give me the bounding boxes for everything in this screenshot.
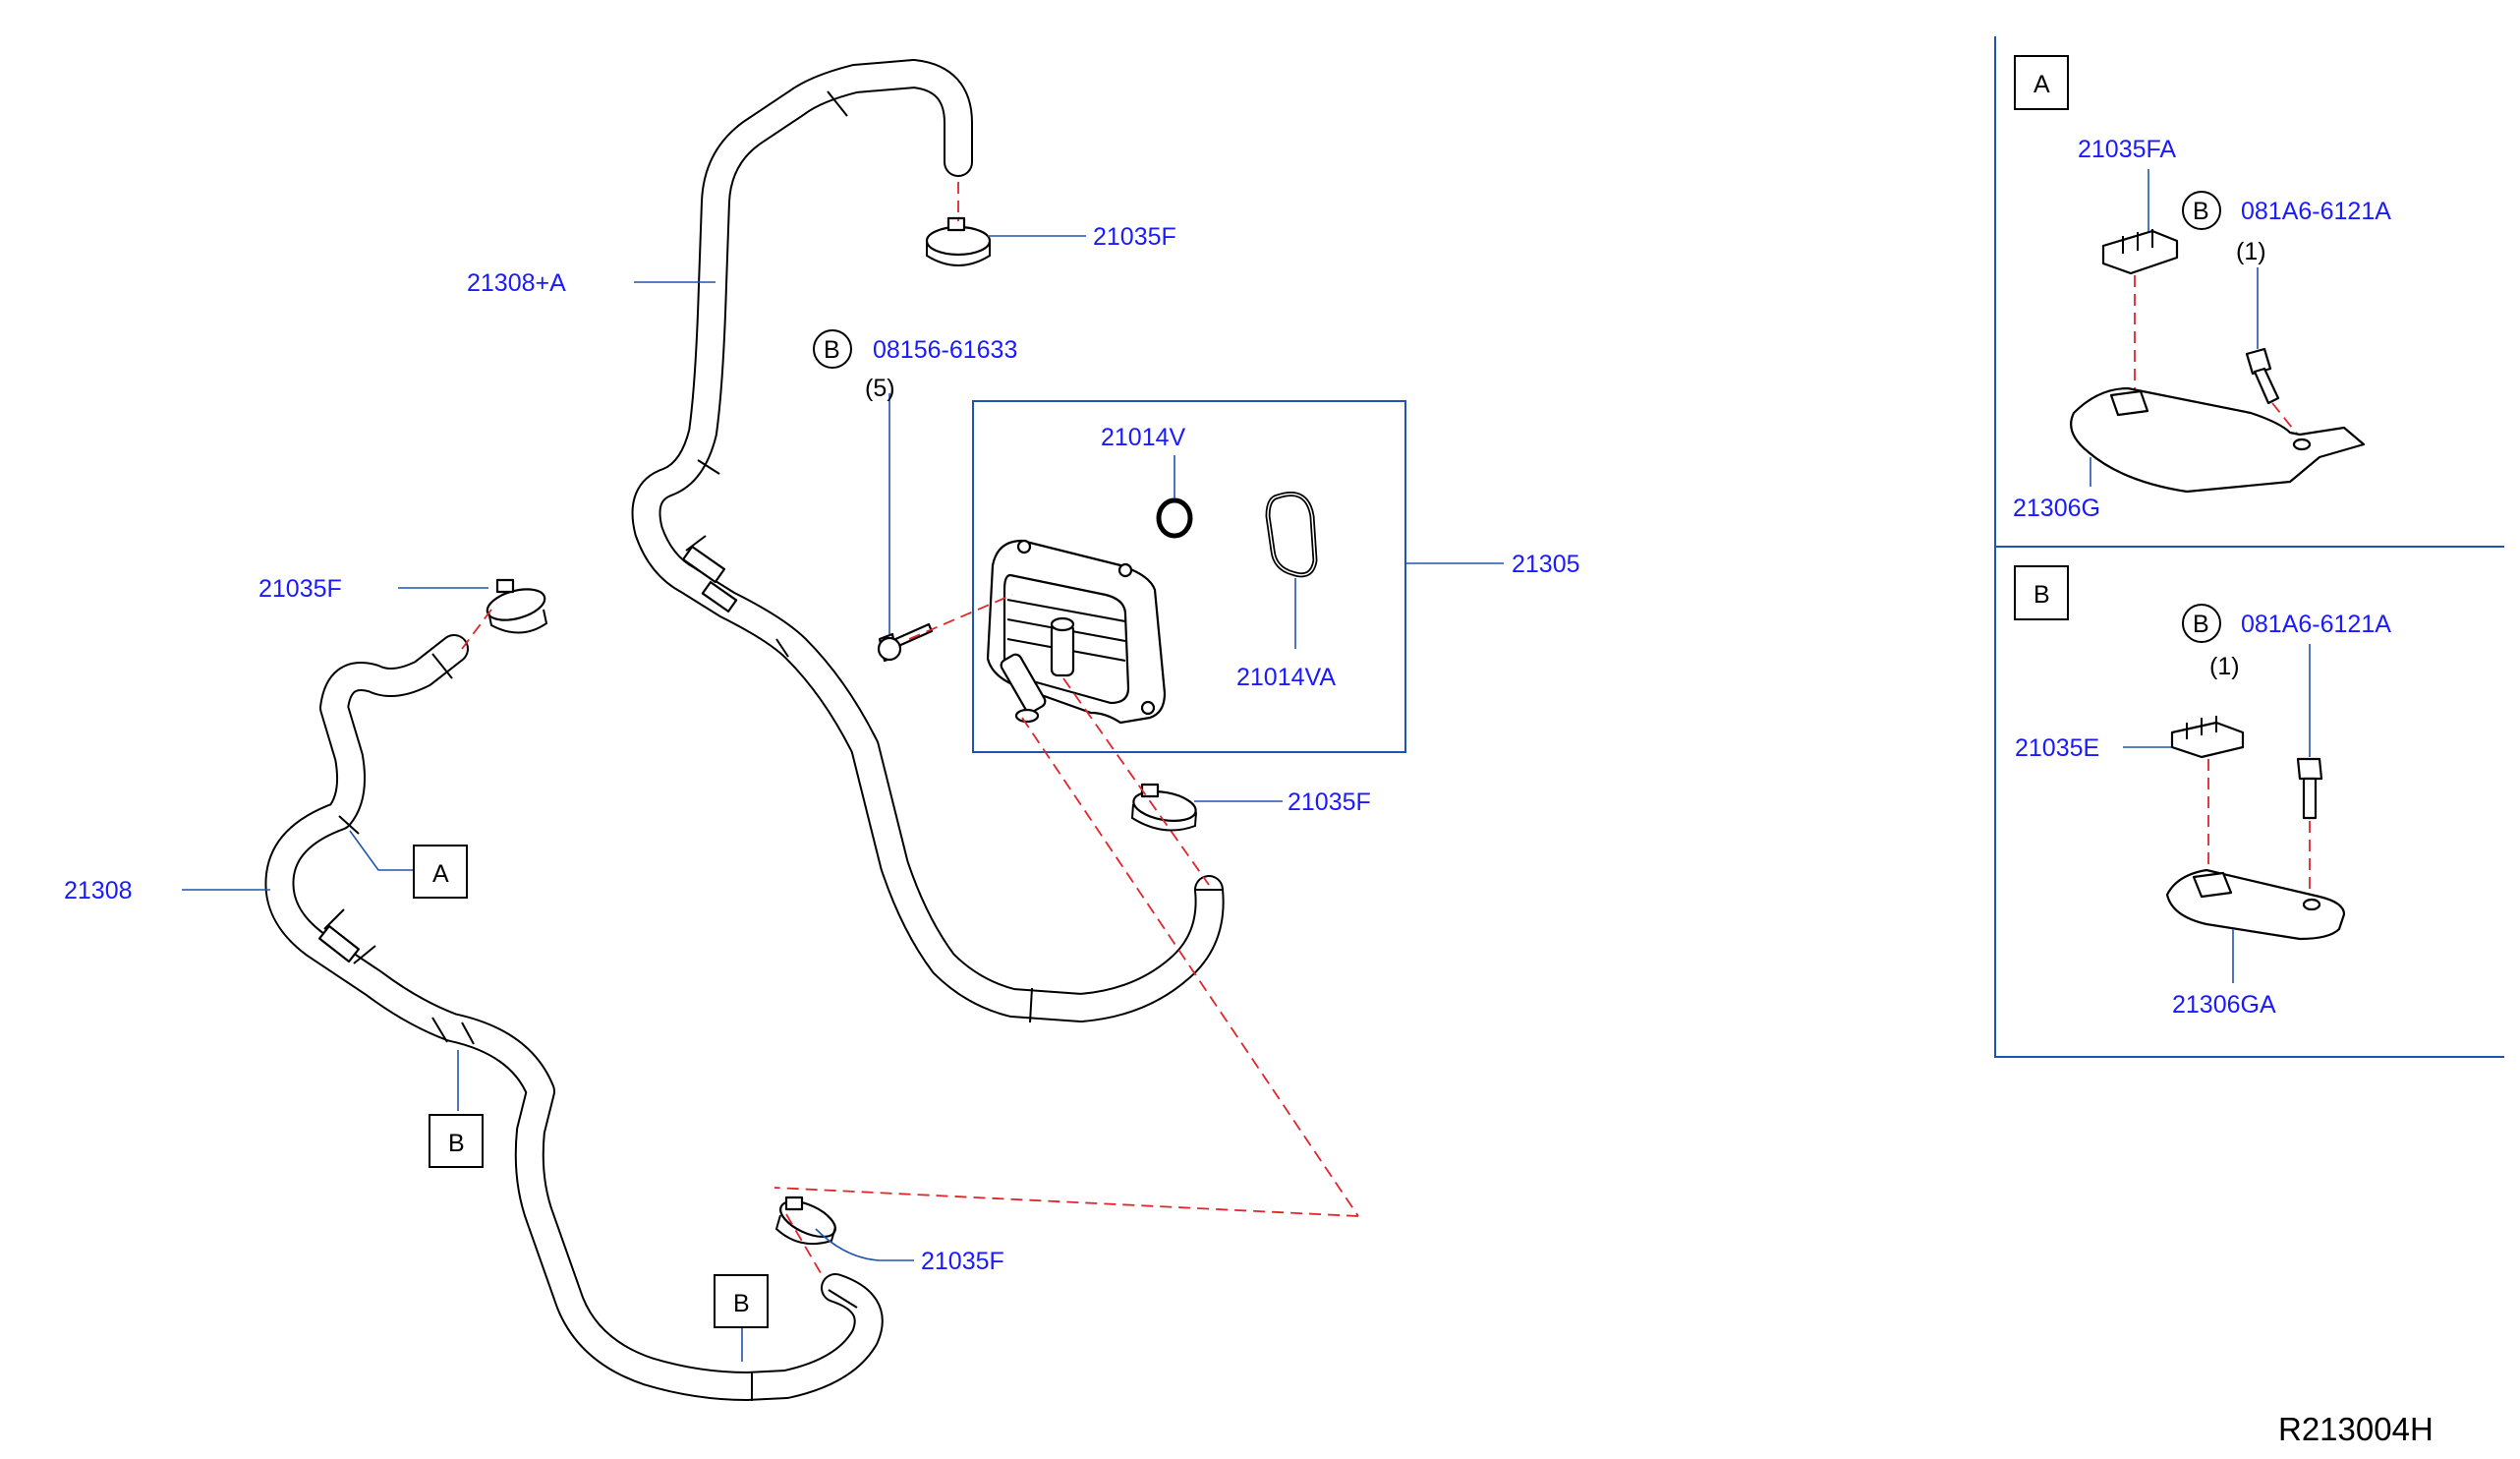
- detail-b-title-box: [2014, 565, 2069, 620]
- detail-b-clip-label: 21035E: [2015, 734, 2099, 762]
- ref-box-a-label: A: [432, 860, 449, 888]
- label-clamp-right: 21035F: [1288, 788, 1371, 816]
- assembly-lines: [461, 182, 1359, 1279]
- upper-hose: [631, 59, 1225, 1023]
- detail-a-bolt-qty: (1): [2236, 238, 2266, 265]
- bolt-main: [877, 622, 934, 663]
- detail-a: A 21035FA B 081A6-6121A (1) 21306G: [2013, 55, 2391, 522]
- ref-box-b-upper-label: B: [448, 1130, 465, 1157]
- detail-b-bolt-circle: B: [2193, 611, 2209, 638]
- label-bolt-circle: B: [824, 336, 840, 364]
- label-clamp-top: 21035F: [1093, 223, 1176, 251]
- label-bolt-qty: (5): [865, 375, 895, 402]
- detail-b: B B 081A6-6121A (1) 21035E 21306GA: [2014, 565, 2391, 1019]
- detail-a-bracket-label: 21306G: [2013, 495, 2100, 522]
- detail-a-bolt-circle-icon: [2182, 191, 2221, 230]
- clamp-bottom: [774, 1196, 836, 1245]
- label-oring: 21014V: [1101, 424, 1186, 451]
- detail-panels: [1994, 36, 2504, 1058]
- detail-a-bolt-circle: B: [2193, 198, 2209, 225]
- ref-box-b-lower: [714, 1274, 769, 1328]
- detail-b-bolt-circle-icon: [2182, 604, 2221, 643]
- label-gasket: 21014VA: [1236, 664, 1336, 691]
- label-clamp-left: 21035F: [258, 575, 342, 603]
- bolt-circle-icon: [813, 329, 852, 369]
- cooler-assy-frame: [972, 400, 1406, 753]
- detail-b-bolt-part: 081A6-6121A: [2241, 611, 2391, 638]
- label-clamp-bottom: 21035F: [921, 1248, 1004, 1275]
- ref-box-a: [413, 845, 468, 899]
- detail-a-clip-label: 21035FA: [2078, 136, 2176, 163]
- label-cooler-assy: 21305: [1512, 551, 1580, 578]
- label-hose-lower: 21308: [64, 877, 133, 905]
- label-bolt-part: 08156-61633: [873, 336, 1017, 364]
- clamp-left: [486, 578, 548, 634]
- ref-box-b-upper: [429, 1114, 484, 1168]
- ref-box-b-lower-label: B: [733, 1290, 750, 1317]
- detail-a-bolt-part: 081A6-6121A: [2241, 198, 2391, 225]
- label-hose-upper: 21308+A: [467, 269, 566, 297]
- detail-b-title: B: [2033, 581, 2050, 609]
- clamp-top: [925, 216, 992, 266]
- diagram-code: R213004H: [2278, 1411, 2434, 1447]
- oil-cooler: [986, 539, 1167, 725]
- detail-b-bolt-qty: (1): [2209, 653, 2240, 680]
- gasket: [1265, 492, 1318, 578]
- leader-lines: [182, 235, 1504, 1362]
- detail-a-title: A: [2033, 71, 2050, 98]
- detail-a-title-box: [2014, 55, 2069, 110]
- o-ring: [1156, 497, 1193, 539]
- lower-hose: [264, 634, 884, 1401]
- detail-b-bracket-label: 21306GA: [2172, 991, 2276, 1019]
